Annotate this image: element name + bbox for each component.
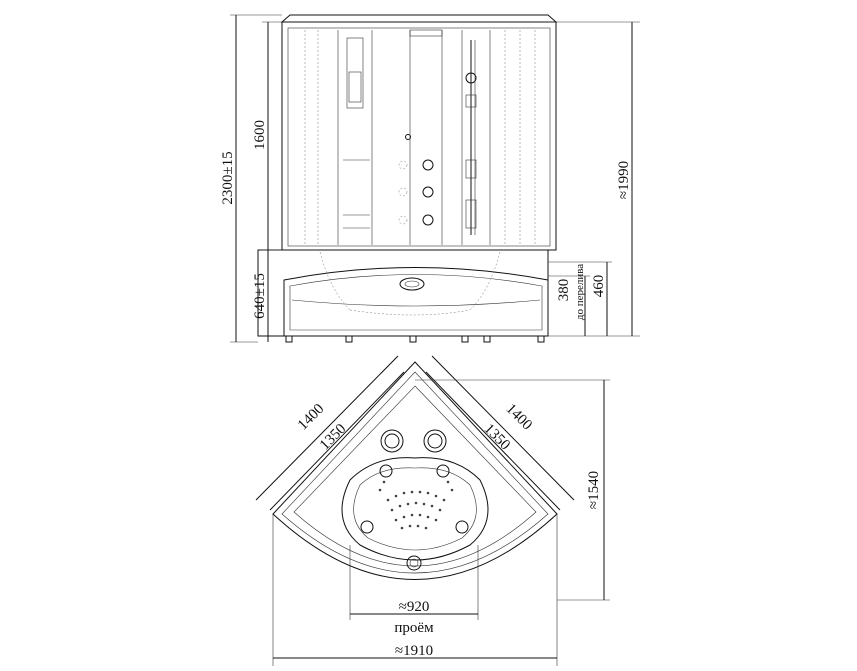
top-dimensions: [255, 355, 610, 666]
cabin-frame: [281, 21, 557, 251]
bathtub-base: [257, 249, 549, 343]
dim-left-outer: 1400: [295, 401, 328, 434]
cabin-panels: [304, 29, 536, 245]
front-dimensions: [230, 14, 640, 343]
label-opening: проём: [394, 620, 434, 636]
cabin-glass: [287, 27, 551, 247]
shower-column: [465, 40, 477, 235]
dim-total-height: 2300±15: [220, 151, 236, 204]
dim-right-outer: 1400: [503, 401, 536, 434]
dim-base-height: 640±15: [252, 273, 268, 319]
top-view: 1400 1350 1400 1350 ≈1540 ≈920 проём ≈19…: [255, 355, 610, 666]
dim-overflow: 380: [556, 279, 572, 302]
tub-basin: [341, 457, 489, 561]
dim-depth: ≈1540: [586, 471, 602, 509]
tray-outline: [272, 361, 558, 580]
dim-right-base: 460: [591, 275, 607, 298]
air-bubble-dots: [378, 480, 454, 530]
dim-opening: ≈920: [399, 599, 430, 615]
label-overflow: до перелива: [574, 264, 586, 320]
dim-cabin-height: 1600: [252, 120, 268, 150]
dim-width: ≈1910: [395, 643, 433, 659]
canopy: [280, 14, 558, 23]
dim-right-height: ≈1990: [616, 161, 632, 199]
tub-jets: [360, 429, 469, 571]
back-jets: [398, 134, 434, 226]
front-view: 2300±15 1600 640±15 ≈1990 460 380 до пер…: [220, 14, 640, 343]
control-panel: [343, 37, 370, 229]
